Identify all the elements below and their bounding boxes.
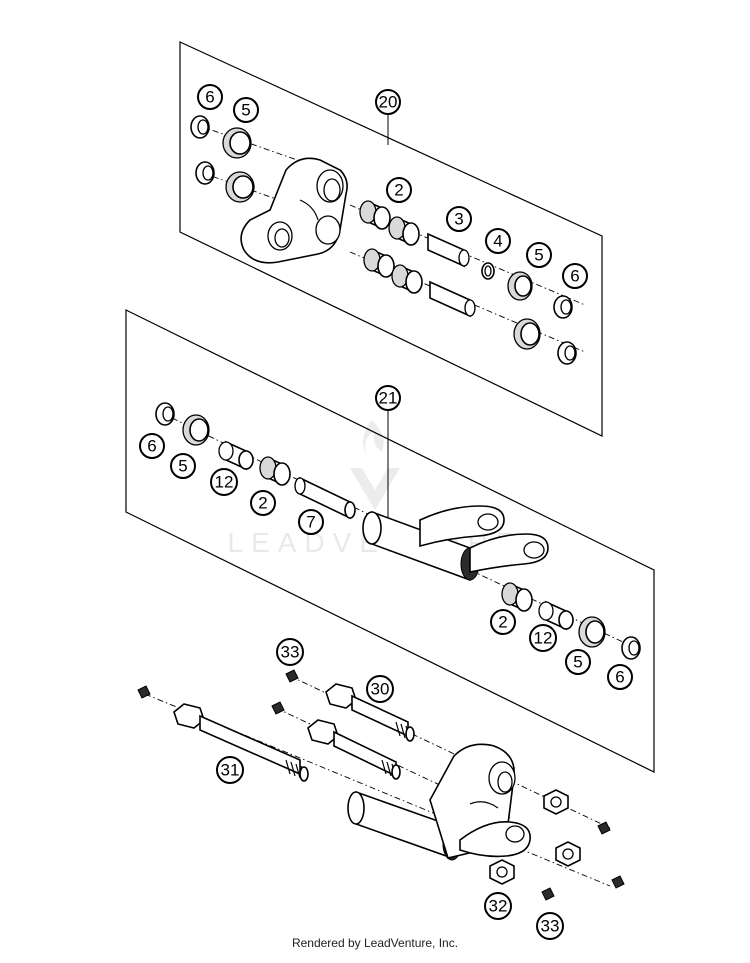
spacer-12-mid xyxy=(218,440,254,471)
bolt-30 xyxy=(325,683,415,742)
callout-32[interactable]: 32 xyxy=(484,892,512,920)
svg-text:20: 20 xyxy=(379,93,398,112)
callout-12b[interactable]: 12 xyxy=(529,624,557,652)
svg-text:7: 7 xyxy=(306,513,315,532)
spacer-12-mid-right xyxy=(538,600,574,631)
bearing-ring-5-right-lower xyxy=(513,318,541,350)
seal-ring-6-lower xyxy=(195,161,215,185)
svg-text:31: 31 xyxy=(221,761,240,780)
assembly-20-frame xyxy=(179,41,603,437)
callout-2b[interactable]: 2 xyxy=(250,490,276,516)
linkage-lever-20 xyxy=(240,157,348,264)
bearing-ring-5-right xyxy=(507,271,533,301)
callout-21[interactable]: 21 xyxy=(375,385,401,411)
o-ring-4 xyxy=(481,262,495,280)
bolt-30-lower xyxy=(307,719,401,780)
bushing-2-upper-b xyxy=(388,216,420,246)
bushing-2-lower xyxy=(363,248,395,278)
bushing-2-mid xyxy=(259,456,291,486)
callout-2c[interactable]: 2 xyxy=(490,609,516,635)
svg-text:5: 5 xyxy=(178,457,187,476)
svg-text:6: 6 xyxy=(147,437,156,456)
callout-3[interactable]: 3 xyxy=(446,206,472,232)
seal-ring-6-right-lower xyxy=(557,341,577,365)
cap-33-top xyxy=(285,669,299,683)
bushing-2-upper xyxy=(359,200,391,230)
sleeve-7 xyxy=(294,476,356,520)
svg-text:3: 3 xyxy=(454,210,463,229)
sleeve-3-lower xyxy=(429,280,476,318)
callout-20[interactable]: 20 xyxy=(375,89,401,115)
bearing-ring-5-mid xyxy=(182,414,210,446)
callout-5b[interactable]: 5 xyxy=(526,242,552,268)
cap-33-right-lower xyxy=(611,875,625,889)
svg-text:4: 4 xyxy=(493,232,502,251)
callout-12[interactable]: 12 xyxy=(210,468,238,496)
bolt-31 xyxy=(173,703,309,782)
seal-ring-6-right xyxy=(553,295,573,319)
svg-text:2: 2 xyxy=(394,181,403,200)
svg-text:32: 32 xyxy=(489,897,508,916)
cap-33-bottom xyxy=(541,887,555,901)
seal-ring-6 xyxy=(190,115,210,139)
bearing-ring-5 xyxy=(222,127,252,159)
svg-text:12: 12 xyxy=(215,473,234,492)
sleeve-3-upper xyxy=(427,232,470,268)
callout-7[interactable]: 7 xyxy=(298,509,324,535)
callout-6c[interactable]: 6 xyxy=(139,433,165,459)
svg-text:6: 6 xyxy=(570,267,579,286)
svg-text:2: 2 xyxy=(258,494,267,513)
callout-4[interactable]: 4 xyxy=(485,228,511,254)
svg-text:33: 33 xyxy=(281,643,300,662)
svg-text:30: 30 xyxy=(371,680,390,699)
nut-32-mid xyxy=(555,841,581,867)
bushing-2-mid-right xyxy=(501,582,533,612)
svg-text:6: 6 xyxy=(615,668,624,687)
callout-33[interactable]: 33 xyxy=(276,638,304,666)
callout-2[interactable]: 2 xyxy=(386,177,412,203)
callout-6[interactable]: 6 xyxy=(197,84,223,110)
assembled-linkage xyxy=(347,743,531,861)
pull-rod-21 xyxy=(362,505,549,581)
seal-ring-6-mid xyxy=(155,402,175,426)
callout-31[interactable]: 31 xyxy=(216,756,244,784)
svg-text:33: 33 xyxy=(541,917,560,936)
svg-text:5: 5 xyxy=(241,101,250,120)
callout-5[interactable]: 5 xyxy=(233,97,259,123)
bearing-ring-5-lower xyxy=(225,171,255,203)
footer-credit: Rendered by LeadVenture, Inc. xyxy=(291,936,459,950)
bearing-ring-5-mid-right xyxy=(578,616,606,648)
callout-33b[interactable]: 33 xyxy=(536,912,564,940)
svg-text:6: 6 xyxy=(205,88,214,107)
bottom-assembly-group xyxy=(137,669,625,901)
assembly-21-frame xyxy=(125,309,655,773)
seal-ring-6-mid-right xyxy=(621,636,641,660)
cap-33-left xyxy=(137,685,151,699)
assembly-21-group xyxy=(125,309,655,773)
callout-5d[interactable]: 5 xyxy=(565,649,591,675)
cap-33-right-upper xyxy=(597,821,611,835)
callout-5c[interactable]: 5 xyxy=(170,453,196,479)
cap-33-mid xyxy=(271,701,285,715)
nut-32-upper xyxy=(543,789,569,815)
assembly-20-group xyxy=(179,41,603,437)
nut-32-lower xyxy=(489,859,515,885)
svg-text:2: 2 xyxy=(498,613,507,632)
svg-text:5: 5 xyxy=(573,653,582,672)
svg-text:12: 12 xyxy=(534,629,553,648)
svg-text:21: 21 xyxy=(379,389,398,408)
callout-6d[interactable]: 6 xyxy=(607,664,633,690)
callout-6b[interactable]: 6 xyxy=(562,263,588,289)
callout-30[interactable]: 30 xyxy=(366,675,394,703)
bushing-2-lower-b xyxy=(391,264,423,294)
svg-text:5: 5 xyxy=(534,246,543,265)
